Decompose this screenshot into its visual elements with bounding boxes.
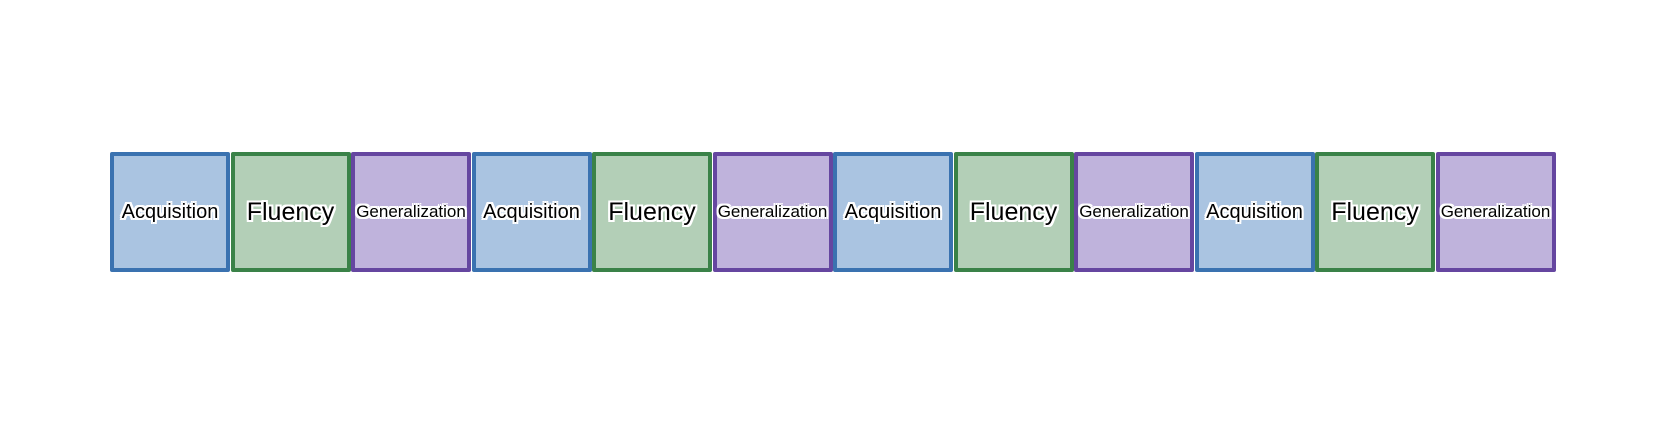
stage-label: Acquisition <box>844 200 942 223</box>
stage-label: Generalization <box>1079 202 1189 221</box>
stage-box-generalization: Generalization <box>1074 152 1194 272</box>
stage-sequence-strip: Acquisition Fluency Generalization Acquisit… <box>110 152 1556 272</box>
stage-label: Fluency <box>969 197 1058 226</box>
stage-label: Fluency <box>246 197 335 226</box>
stage-box-fluency: Fluency <box>1315 152 1435 272</box>
stage-box-acquisition: Acquisition <box>471 152 592 272</box>
stage-box-generalization: Generalization <box>712 152 833 272</box>
stage-label: Fluency <box>608 197 696 226</box>
stage-box-acquisition: Acquisition <box>1194 152 1315 272</box>
stage-label: Acquisition <box>121 200 219 223</box>
stage-label: Fluency <box>1331 197 1419 226</box>
stage-label: Acquisition <box>483 200 580 223</box>
stage-box-acquisition: Acquisition <box>110 152 230 272</box>
stage-label: Generalization <box>356 202 466 221</box>
stage-box-fluency: Fluency <box>592 152 712 272</box>
stage-label: Generalization <box>717 202 828 221</box>
stage-box-acquisition: Acquisition <box>833 152 953 272</box>
stage-label: Acquisition <box>1206 200 1303 223</box>
stage-box-fluency: Fluency <box>230 152 351 272</box>
stage-box-generalization: Generalization <box>351 152 471 272</box>
stage-label: Generalization <box>1440 202 1551 221</box>
stage-box-generalization: Generalization <box>1435 152 1556 272</box>
stage-box-fluency: Fluency <box>953 152 1074 272</box>
